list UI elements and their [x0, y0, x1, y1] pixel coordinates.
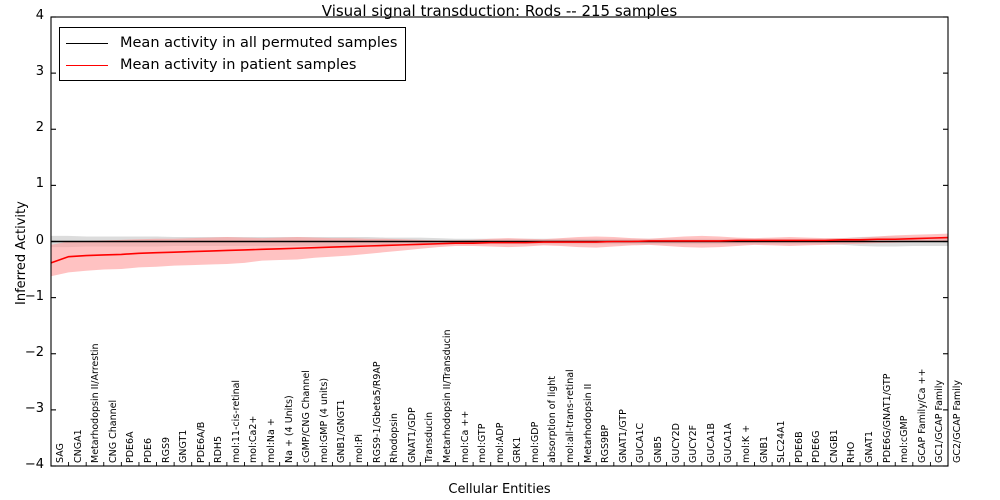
- x-tick-label: GNB1/GNGT1: [336, 399, 348, 463]
- legend-swatch-patient: [66, 64, 108, 66]
- x-tick-label: GUCY2F: [688, 424, 700, 463]
- legend-label-permuted: Mean activity in all permuted samples: [120, 35, 398, 51]
- legend-entry-permuted: Mean activity in all permuted samples: [66, 32, 397, 54]
- x-tick-label: RGS9: [160, 436, 172, 463]
- x-tick-label: mol:ADP: [494, 422, 506, 463]
- y-tick-label: 3: [35, 64, 44, 80]
- y-tick-label: −4: [24, 457, 44, 472]
- y-tick-label: 2: [35, 120, 44, 136]
- x-tick-label: mol:Na +: [266, 418, 278, 463]
- x-tick-label: GCAP Family/Ca ++: [916, 368, 928, 463]
- x-tick-label: PDE6G: [811, 430, 823, 463]
- x-tick-label: mol:Ca2+: [248, 415, 260, 463]
- chart-title: Visual signal transduction: Rods -- 215 …: [321, 2, 678, 20]
- x-tick-label: GNB5: [653, 435, 664, 463]
- x-tick-label: SLC24A1: [776, 420, 788, 463]
- legend-entry-patient: Mean activity in patient samples: [66, 54, 397, 76]
- x-tick-label: absorption of light: [547, 376, 559, 463]
- x-tick-label: GC2/GCAP Family: [952, 379, 963, 463]
- x-tick-label: GUCA1B: [705, 422, 717, 463]
- y-tick-label: −2: [24, 344, 44, 360]
- series-line: [50, 236, 949, 264]
- x-axis-label: Cellular Entities: [448, 482, 551, 497]
- x-tick-label: cGMP/CNG Channel: [301, 370, 313, 463]
- x-tick-label: mol:11-cis-retinal: [230, 379, 242, 463]
- x-tick-label: PDE6A: [125, 431, 137, 463]
- y-tick-label: 1: [35, 176, 44, 192]
- x-tick-label: PDE6G/GNAT1/GTP: [881, 373, 893, 464]
- x-tick-label: GNGT1: [178, 429, 190, 463]
- x-tick-label: GRK1: [512, 436, 524, 463]
- x-tick-label: RDH5: [213, 435, 225, 463]
- x-tick-label: Transducin: [424, 411, 436, 463]
- x-tick-label: Metarhodopsin II/Arrestin: [90, 343, 102, 463]
- x-tick-label: CNG Channel: [107, 399, 119, 463]
- x-tick-label: mol:K +: [740, 424, 752, 463]
- x-tick-label: GNAT1/GDP: [406, 407, 418, 463]
- x-tick-label: mol:Pi: [354, 433, 365, 463]
- x-tick-label: GNAT1: [864, 430, 876, 463]
- x-tick-label: mol:GMP (4 units): [318, 377, 330, 463]
- x-tick-label: GUCY2D: [670, 423, 682, 463]
- x-tick-label: mol:GDP: [529, 421, 541, 463]
- x-tick-label: Metarhodopsin II: [582, 383, 594, 463]
- x-tick-label: mol:GTP: [477, 423, 489, 463]
- x-tick-label: CNGA1: [72, 429, 84, 463]
- x-tick-label: GNAT1/GTP: [617, 409, 629, 463]
- x-tick-label: Rhodopsin: [389, 413, 401, 463]
- confidence-band: [51, 233, 948, 277]
- x-tick-label: RHO: [846, 441, 858, 463]
- x-tick-label: GUCA1A: [723, 423, 735, 463]
- x-tick-label: SAG: [55, 443, 66, 463]
- x-tick-label: CNGB1: [828, 429, 840, 463]
- x-tick-label: PDE6B: [793, 431, 805, 463]
- x-tick-label: Metarhodopsin II/Transducin: [441, 329, 453, 463]
- x-tick-label: RGS9-1/Gbeta5/R9AP: [371, 361, 383, 463]
- y-tick-label: 4: [35, 8, 44, 23]
- x-tick-label: RGS9BP: [600, 424, 612, 463]
- x-tick-label: GC1/GCAP Family: [934, 379, 946, 463]
- x-tick-label: mol:Ca ++: [459, 410, 471, 463]
- x-tick-label: mol:cGMP: [899, 415, 911, 463]
- x-tick-label: GNB1: [758, 435, 770, 463]
- x-tick-label: GUCA1C: [635, 422, 647, 463]
- x-tick-label: PDE6A/B: [195, 421, 207, 463]
- y-tick-label: −3: [24, 400, 44, 416]
- legend-swatch-permuted: [66, 42, 108, 44]
- legend-label-patient: Mean activity in patient samples: [120, 57, 357, 73]
- chart-legend: Mean activity in all permuted samples Me…: [59, 27, 407, 81]
- x-tick-label: Na + (4 Units): [283, 395, 295, 463]
- y-tick-label: −1: [24, 288, 44, 304]
- x-tick-label: PDE6: [142, 437, 154, 463]
- y-tick-label: 0: [35, 232, 44, 248]
- x-tick-label: mol:all-trans-retinal: [565, 369, 577, 463]
